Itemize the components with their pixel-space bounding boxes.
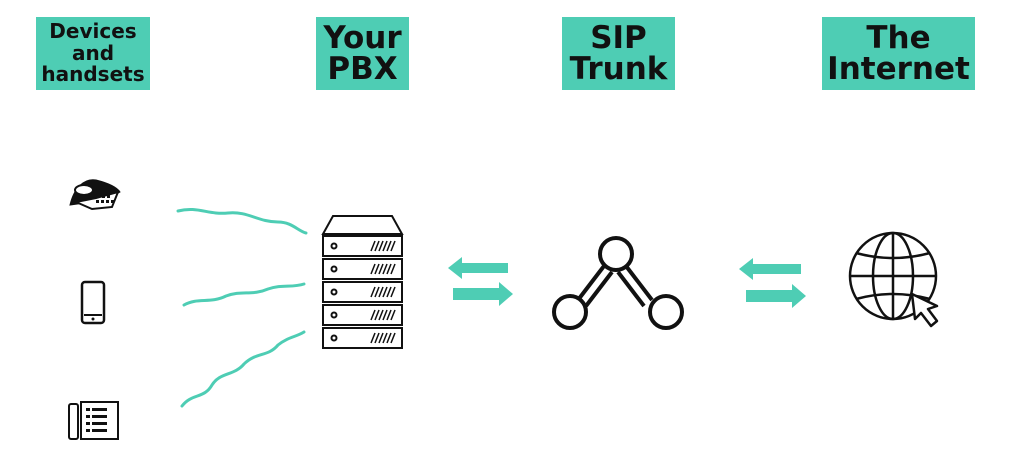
rack-vent (378, 332, 384, 344)
rack-led (330, 242, 338, 250)
rack-vent (382, 240, 388, 252)
rack-vent (386, 240, 392, 252)
wavy-line-top (176, 207, 308, 235)
rack-vent (378, 309, 384, 321)
globe-cursor-icon (848, 231, 939, 328)
rack-vent (374, 240, 380, 252)
server-rack-icon (321, 215, 404, 349)
devices-handsets-label: Devices and handsets (36, 17, 150, 90)
rack-vent (390, 263, 396, 275)
rack-vent (378, 263, 384, 275)
rack-vent (370, 332, 376, 344)
rack-led (330, 334, 338, 342)
sip-trunk-label: SIP Trunk (562, 17, 675, 90)
rack-vent (374, 309, 380, 321)
rack-vent (370, 309, 376, 321)
rack-vent (374, 286, 380, 298)
rack-led (330, 311, 338, 319)
rack-vent (382, 332, 388, 344)
rack-vent (386, 263, 392, 275)
bidirectional-arrows-2 (739, 258, 806, 308)
wavy-connection-lines (176, 207, 308, 408)
cursor-icon (910, 292, 939, 328)
arrow-right-icon-2 (746, 284, 806, 308)
rack-vent (386, 332, 392, 344)
rack-vent (386, 309, 392, 321)
rack-led (330, 288, 338, 296)
rack-vent (390, 240, 396, 252)
desk-phone-icon (68, 401, 119, 440)
rack-vent (382, 286, 388, 298)
rack-led (330, 265, 338, 273)
rack-vent (386, 286, 392, 298)
rack-vent (370, 263, 376, 275)
the-internet-label: The Internet (822, 17, 975, 90)
rack-vent (390, 332, 396, 344)
rack-vent (374, 332, 380, 344)
rack-vent (390, 286, 396, 298)
arrow-right-icon (453, 282, 513, 306)
bidirectional-arrows (448, 257, 513, 306)
wavy-line-middle (182, 282, 306, 307)
rack-vent (382, 309, 388, 321)
arrow-left-icon-2 (739, 258, 801, 280)
conference-phone-icon (69, 179, 121, 211)
wavy-line-bottom (180, 330, 306, 408)
rack-vent (390, 309, 396, 321)
mobile-phone-icon (80, 280, 106, 325)
rack-vent (378, 240, 384, 252)
network-nodes-icon (552, 236, 684, 330)
rack-vent (370, 286, 376, 298)
rack-vent (370, 240, 376, 252)
your-pbx-label: Your PBX (316, 17, 409, 90)
rack-vent (382, 263, 388, 275)
rack-vent (374, 263, 380, 275)
arrow-left-icon (448, 257, 508, 279)
rack-vent (378, 286, 384, 298)
